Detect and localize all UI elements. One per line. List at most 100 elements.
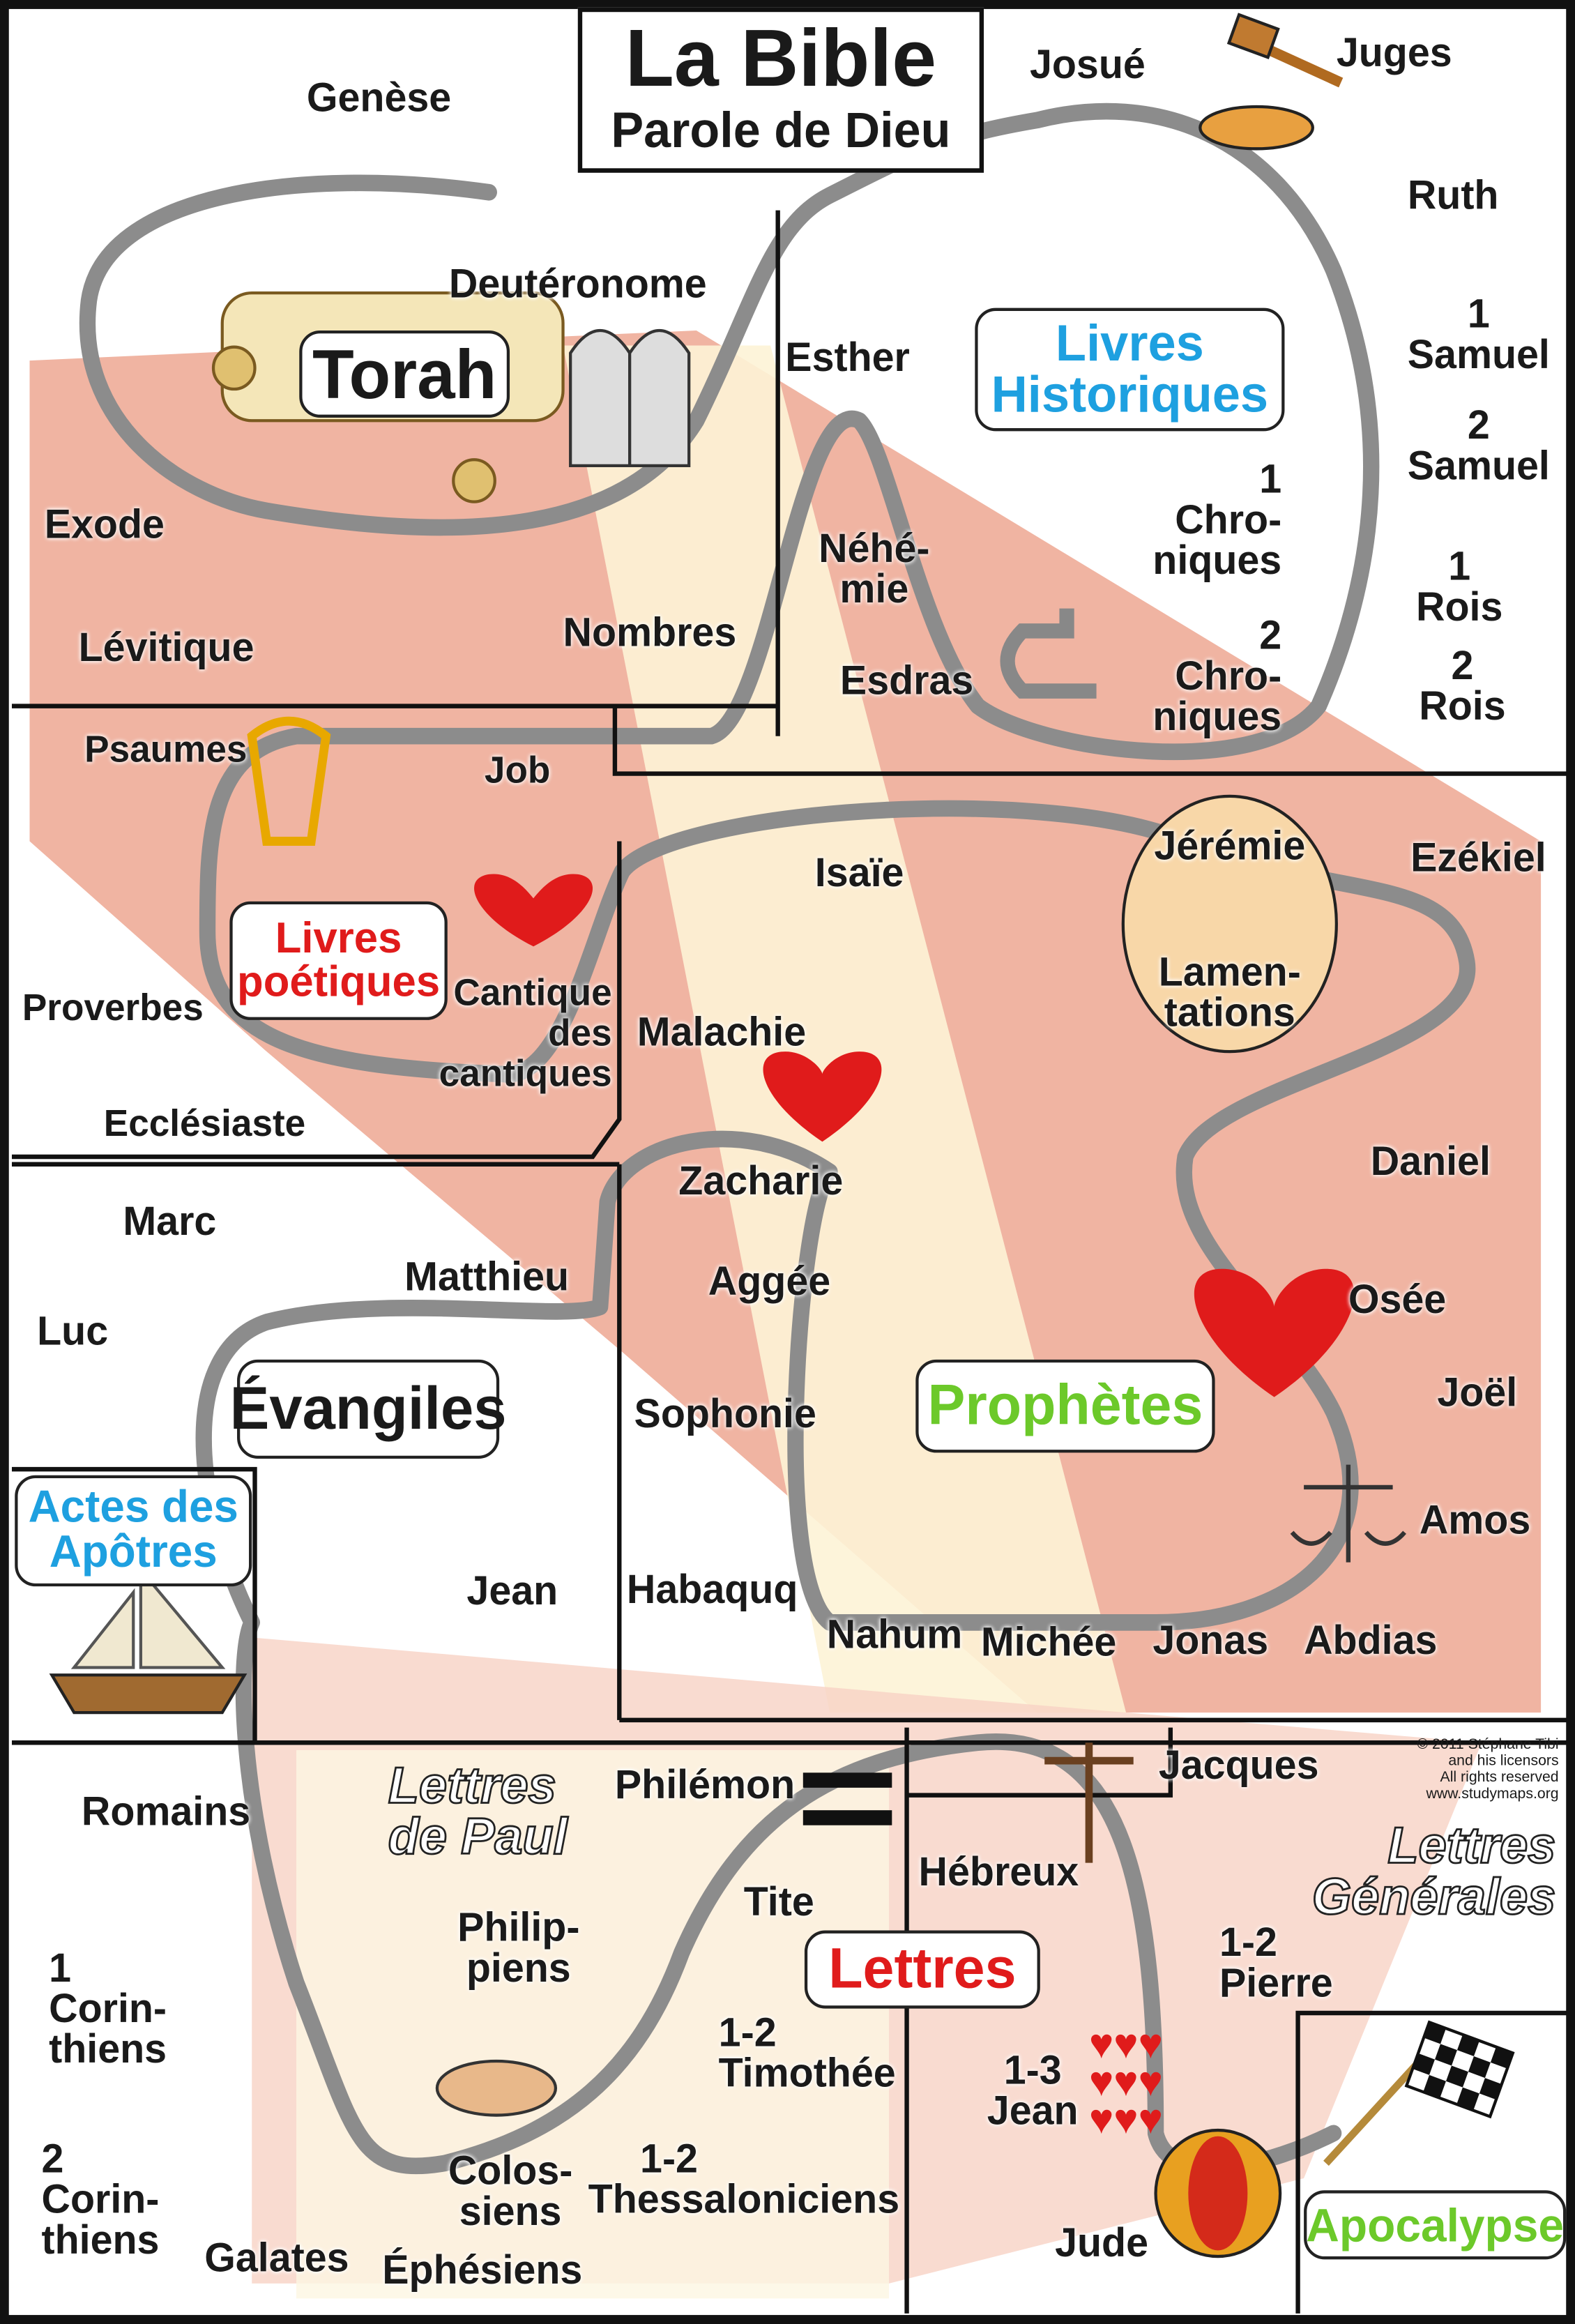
- name: Jean: [987, 2088, 1079, 2134]
- name-b: thiens: [41, 2217, 160, 2263]
- actes-badge-line2: Apôtres: [49, 1528, 218, 1578]
- book-jeremie: Jérémie: [1154, 823, 1306, 869]
- name-b: mie: [839, 566, 909, 612]
- hearts-icon: ♥♥♥♥♥♥♥♥♥: [1089, 2020, 1163, 2142]
- cross-icon: [1044, 1742, 1134, 1863]
- num: 2: [1451, 643, 1474, 688]
- book-luc: Luc: [37, 1308, 109, 1354]
- scales-icon: [1290, 1464, 1407, 1563]
- svg-text:♥♥♥: ♥♥♥: [1089, 2095, 1163, 2142]
- book-esdras: Esdras: [839, 658, 974, 704]
- book-zacharie: Zacharie: [678, 1158, 844, 1203]
- name-a: Lamen-: [1158, 949, 1301, 995]
- panel-borders: [12, 210, 1575, 2314]
- historiques-badge-line1: Livres: [1055, 315, 1204, 373]
- svg-text:♥♥♥: ♥♥♥: [1089, 2058, 1163, 2104]
- copyright-line3: All rights reserved: [1440, 1770, 1559, 1786]
- num: 2: [41, 2136, 64, 2182]
- book-joel: Joël: [1437, 1369, 1518, 1415]
- name: Samuel: [1407, 443, 1550, 489]
- book-esther: Esther: [785, 335, 910, 381]
- return-arrow-icon: [1000, 608, 1097, 699]
- name-a: Cantique: [453, 971, 612, 1015]
- svg-text:♥♥♥: ♥♥♥: [1089, 2020, 1163, 2067]
- name-a: Philip-: [457, 1904, 580, 1950]
- book-ephesiens: Éphésiens: [382, 2247, 583, 2293]
- book-abdias: Abdias: [1304, 1618, 1438, 1664]
- title-line2: Parole de Dieu: [611, 102, 951, 158]
- poetiques-badge-line1: Livres: [275, 914, 402, 962]
- name: Rois: [1419, 683, 1506, 729]
- prophetes-badge: Prophètes: [915, 1359, 1215, 1453]
- book-colossiens: Colos-siens: [440, 2148, 581, 2234]
- book-ecclesiaste: Ecclésiaste: [103, 1102, 306, 1145]
- copyright-line2: and his licensors: [1448, 1753, 1559, 1770]
- historiques-badge: Livres Historiques: [975, 307, 1285, 432]
- evangiles-badge: Évangiles: [230, 1359, 507, 1459]
- book-ezekiel: Ezékiel: [1410, 835, 1546, 881]
- book-matthieu: Matthieu: [404, 1254, 570, 1300]
- name-b: siens: [459, 2189, 562, 2234]
- gavel-icon: [1199, 13, 1344, 151]
- book-aggee: Aggée: [708, 1259, 831, 1305]
- torah-badge: Torah: [299, 330, 510, 418]
- book-marc: Marc: [123, 1199, 217, 1244]
- book-exode: Exode: [44, 501, 165, 547]
- poetiques-badge-line2: poétiques: [237, 957, 441, 1006]
- name-b: tations: [1164, 989, 1295, 1035]
- line2: Générales: [1311, 1869, 1556, 1927]
- book-osee: Osée: [1348, 1277, 1447, 1322]
- book-habaquq: Habaquq: [626, 1567, 798, 1612]
- num: 2: [1467, 402, 1490, 448]
- book-jean: Jean: [466, 1568, 558, 1613]
- heart-icon: [763, 1051, 882, 1142]
- name: Samuel: [1407, 332, 1550, 377]
- name-b: piens: [466, 1945, 571, 1991]
- name-b: niques: [1152, 538, 1282, 583]
- line1: Lettres: [1387, 1817, 1557, 1875]
- num: 1-2: [1219, 1920, 1277, 1966]
- book-jacques: Jacques: [1158, 1742, 1319, 1788]
- name: Pierre: [1219, 1960, 1333, 2006]
- book-ruth: Ruth: [1407, 172, 1499, 218]
- book-galates: Galates: [204, 2235, 349, 2281]
- line1: Lettres: [387, 1757, 557, 1815]
- name-a: Colos-: [448, 2148, 573, 2194]
- book-jonas: Jonas: [1152, 1618, 1269, 1664]
- num: 1-2: [640, 2136, 698, 2182]
- book-michee: Michée: [980, 1619, 1117, 1665]
- tablets-icon: [569, 328, 691, 468]
- jeremie-circle: [1121, 794, 1338, 1054]
- actes-badge-line1: Actes des: [28, 1482, 238, 1533]
- book-josue: Josué: [1029, 42, 1146, 87]
- book-levitique: Lévitique: [78, 625, 254, 670]
- book-daniel: Daniel: [1370, 1139, 1491, 1184]
- shield-icon: [1154, 2128, 1282, 2258]
- book-nahum: Nahum: [826, 1611, 963, 1657]
- book-deuteronome: Deutéronome: [448, 261, 707, 307]
- name-a: Chro-: [1175, 653, 1282, 699]
- name-a: Chro-: [1175, 497, 1282, 542]
- book-proverbes: Proverbes: [22, 987, 204, 1029]
- num: 1: [1467, 291, 1490, 337]
- apocalypse-badge: Apocalypse: [1304, 2190, 1567, 2260]
- num: 2: [1259, 613, 1282, 658]
- book-isaie: Isaïe: [814, 850, 904, 896]
- name-c: cantiques: [439, 1053, 612, 1095]
- name-a: Corin-: [49, 1986, 167, 2031]
- book-nehemie: Néhé-mie: [815, 528, 934, 612]
- num: 1-3: [1003, 2047, 1062, 2093]
